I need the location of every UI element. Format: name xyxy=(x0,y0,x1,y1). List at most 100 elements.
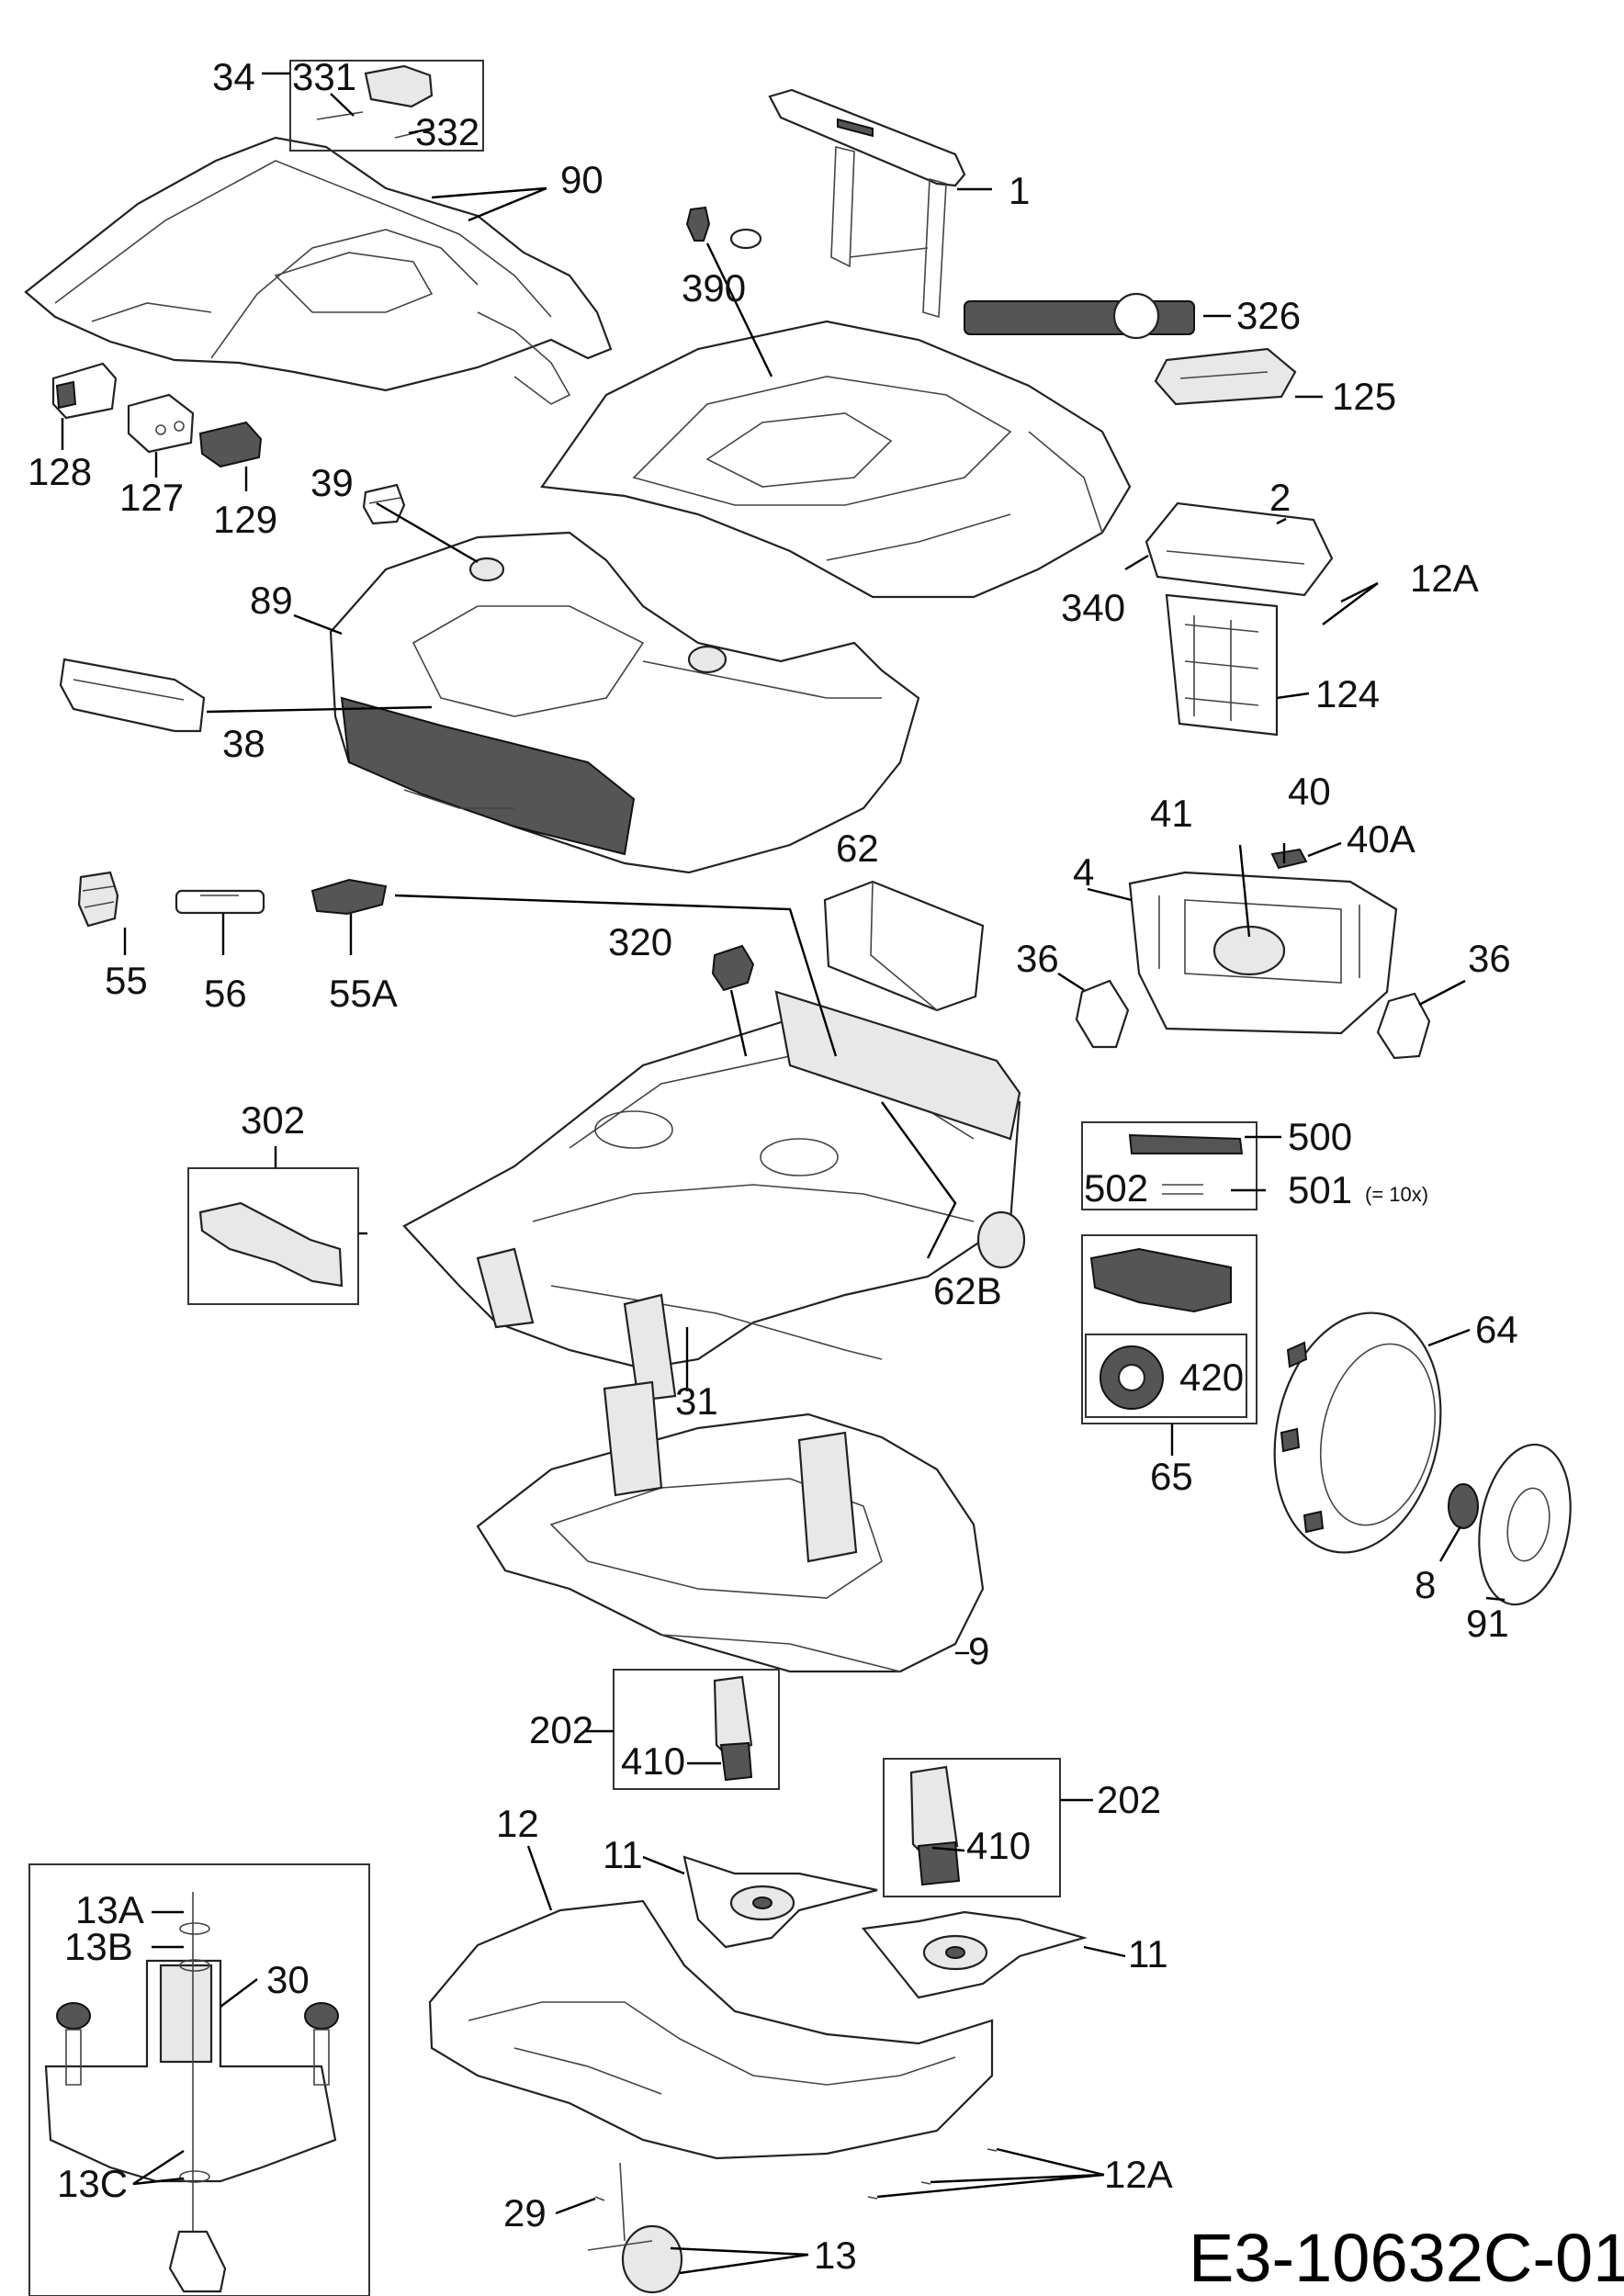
main-body-89 xyxy=(329,531,920,874)
hub-cap-91 xyxy=(1478,1443,1572,1606)
label-89: 89 xyxy=(250,579,293,622)
label-202-a: 202 xyxy=(529,1708,593,1751)
label-13B: 13B xyxy=(64,1925,133,1968)
cap-320 xyxy=(711,944,755,992)
height-adjust-frame xyxy=(28,1863,370,2296)
label-40A: 40A xyxy=(1347,817,1415,861)
label-12A-bottom: 12A xyxy=(1104,2153,1173,2196)
cutting-motor-frame-b xyxy=(883,1758,1061,1897)
label-125: 125 xyxy=(1332,375,1396,418)
part-labels: 34 331 332 90 1 390 326 125 128 127 129 … xyxy=(28,55,1518,2277)
pin-29 xyxy=(594,2196,605,2201)
part-39 xyxy=(362,483,406,525)
label-13: 13 xyxy=(814,2234,857,2277)
label-2: 2 xyxy=(1269,476,1291,519)
label-34: 34 xyxy=(212,55,255,98)
label-31: 31 xyxy=(675,1379,718,1423)
label-30: 30 xyxy=(266,1958,310,2001)
label-38: 38 xyxy=(222,722,265,765)
label-331: 331 xyxy=(292,55,356,98)
front-wheel-13 xyxy=(587,2162,683,2294)
label-332: 332 xyxy=(415,110,479,153)
label-127: 127 xyxy=(119,476,184,519)
label-62B: 62B xyxy=(933,1269,1002,1312)
cap-36-left xyxy=(1075,979,1130,1049)
cutting-motor-box-202b xyxy=(883,1758,1061,1897)
label-55A: 55A xyxy=(329,972,398,1015)
label-340: 340 xyxy=(1061,586,1125,629)
label-39: 39 xyxy=(310,461,354,504)
label-410-b: 410 xyxy=(966,1824,1031,1867)
pin-kit-frame xyxy=(1081,1121,1257,1210)
cutting-motor-box-202a xyxy=(613,1669,780,1790)
label-12A-top: 12A xyxy=(1410,557,1479,600)
label-326: 326 xyxy=(1236,294,1301,337)
battery-compartment-4 xyxy=(1128,848,1398,1035)
drive-motor-box-65 xyxy=(1081,1234,1257,1424)
screws-12A-bottom xyxy=(867,2148,998,2200)
label-90: 90 xyxy=(560,158,603,201)
drawing-code: E3-10632C-01 xyxy=(1189,2220,1624,2296)
label-501: 501 xyxy=(1288,1168,1352,1211)
label-302: 302 xyxy=(241,1098,305,1142)
part-56 xyxy=(175,889,265,915)
upper-housing-390 xyxy=(540,320,1132,599)
drive-motor-frame xyxy=(1081,1234,1257,1424)
hub-8 xyxy=(1448,1483,1479,1529)
label-62: 62 xyxy=(836,827,879,870)
part-302-frame xyxy=(187,1167,359,1305)
label-128: 128 xyxy=(28,450,92,493)
label-390: 390 xyxy=(682,266,746,310)
label-124: 124 xyxy=(1315,672,1380,715)
guard-12 xyxy=(428,1899,994,2160)
label-9: 9 xyxy=(968,1629,989,1672)
cap-36-right xyxy=(1376,992,1431,1060)
chassis-31 xyxy=(402,990,1026,1402)
frame-part-2 xyxy=(1145,501,1334,597)
pin-kit-box xyxy=(1081,1121,1257,1210)
handle-group-frame xyxy=(289,60,484,152)
blade-11-right xyxy=(861,1910,1088,1999)
label-11-right: 11 xyxy=(1128,1932,1168,1975)
part-125 xyxy=(1154,347,1297,406)
carry-handle-1 xyxy=(768,88,966,319)
label-11-left: 11 xyxy=(603,1833,643,1876)
label-502: 502 xyxy=(1084,1166,1148,1210)
label-320: 320 xyxy=(608,920,672,963)
label-202-b: 202 xyxy=(1097,1778,1161,1821)
label-64: 64 xyxy=(1475,1308,1518,1351)
label-41: 41 xyxy=(1150,792,1193,835)
part-55A xyxy=(310,878,388,916)
label-13A: 13A xyxy=(75,1888,144,1931)
label-36-right: 36 xyxy=(1468,937,1511,980)
wheel-64 xyxy=(1273,1311,1442,1554)
battery-62 xyxy=(823,880,985,1012)
base-plate-9 xyxy=(476,1380,985,1673)
gear-420-frame xyxy=(1085,1334,1247,1418)
handle-box-34 xyxy=(289,60,484,152)
leader-lines xyxy=(61,72,1506,2275)
screw-390 xyxy=(685,206,762,250)
label-12: 12 xyxy=(496,1802,539,1845)
bumper-38 xyxy=(59,658,206,733)
cover-part-90 xyxy=(24,136,613,405)
part-129 xyxy=(198,421,263,468)
height-adjust-box xyxy=(28,1863,370,2296)
label-29: 29 xyxy=(503,2191,547,2234)
part-128 xyxy=(51,362,118,420)
label-36-left: 36 xyxy=(1016,937,1059,980)
blade-11-left xyxy=(682,1855,878,1949)
label-420: 420 xyxy=(1179,1356,1244,1399)
circuit-board-124 xyxy=(1165,593,1279,737)
label-55: 55 xyxy=(105,959,148,1002)
label-410-a: 410 xyxy=(621,1739,685,1783)
label-8: 8 xyxy=(1415,1563,1436,1606)
label-56: 56 xyxy=(204,972,247,1015)
label-40: 40 xyxy=(1288,770,1331,813)
label-129: 129 xyxy=(213,498,277,541)
part-302-box xyxy=(187,1167,359,1305)
label-91: 91 xyxy=(1466,1602,1509,1645)
label-13C: 13C xyxy=(57,2162,128,2205)
part-127 xyxy=(127,393,195,454)
